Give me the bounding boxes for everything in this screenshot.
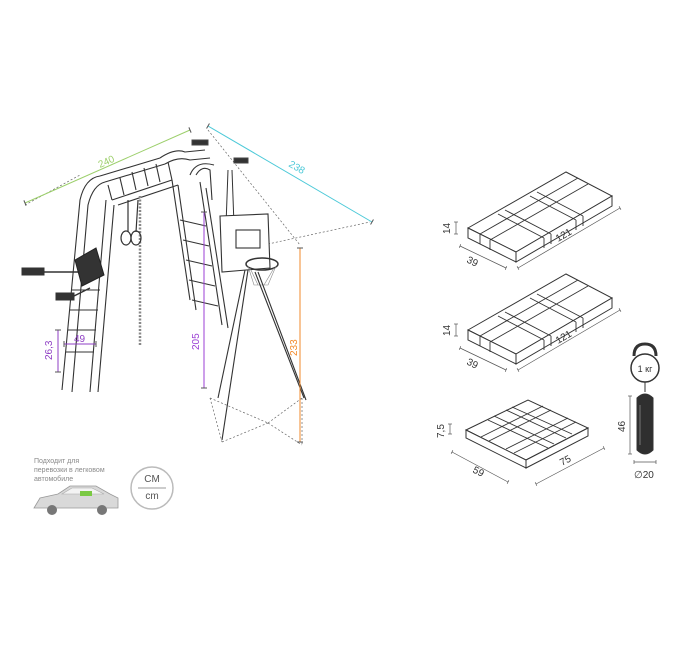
top-bars — [99, 149, 211, 206]
dimension-hoop-height: 233 — [289, 247, 303, 443]
kettlebell-icon — [630, 342, 660, 383]
bag-diameter: ∅20 — [634, 470, 654, 481]
car-icon — [33, 485, 119, 515]
box3-width: 59 — [471, 465, 486, 480]
hoop-height-label: 233 — [289, 339, 300, 356]
bag-dimensions — [627, 395, 657, 465]
ground-outline — [24, 129, 371, 446]
unit-badge — [130, 466, 174, 510]
right-ladder — [171, 163, 229, 329]
box3-height: 7,5 — [436, 424, 447, 438]
box1-height: 14 — [442, 222, 453, 234]
dimension-width: 240 — [23, 127, 192, 206]
transport-note-line-1: Подходит для — [34, 458, 79, 465]
box1-width: 39 — [465, 255, 480, 270]
box1-dimensions — [453, 206, 622, 271]
package-box-2 — [466, 273, 614, 365]
bag-height: 46 — [617, 420, 628, 432]
left-ladder — [61, 175, 115, 393]
depth-label: 238 — [287, 159, 307, 177]
transport-note-line-3: автомобиле — [34, 475, 73, 483]
sports-complex-illustration — [21, 129, 371, 446]
dimension-ladder-step: 26,3 — [44, 329, 61, 373]
basketball-stand — [217, 213, 307, 441]
ladder-step-label: 26,3 — [44, 340, 55, 360]
dimension-pull-height: 205 — [191, 211, 207, 389]
ladder-width-label: 49 — [74, 334, 86, 345]
top-handles — [191, 139, 249, 164]
dip-station — [21, 247, 105, 301]
box2-dimensions — [453, 308, 622, 373]
box2-width: 39 — [465, 357, 480, 372]
box3-length: 75 — [558, 454, 573, 469]
package-box-1 — [466, 171, 614, 263]
gym-rings — [120, 199, 142, 246]
unit-badge-top: CM — [144, 474, 160, 485]
box3-dimensions — [447, 423, 606, 487]
box2-height: 14 — [442, 324, 453, 336]
transport-note-line-2: перевозки в легковом — [34, 467, 105, 474]
pull-height-label: 205 — [191, 333, 202, 350]
kettlebell-weight: 1 кг — [638, 364, 653, 374]
unit-badge-bottom: cm — [145, 491, 158, 502]
width-label: 240 — [97, 154, 117, 171]
punching-bag-icon — [636, 382, 654, 455]
dimension-ladder-width: 49 — [63, 334, 97, 347]
